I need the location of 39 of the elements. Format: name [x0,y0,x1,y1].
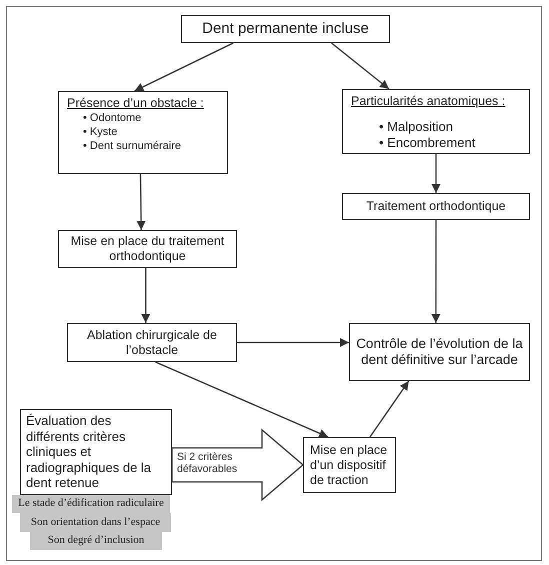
arrow [369,380,410,438]
arrow [134,42,234,92]
arrow [431,220,440,323]
arrow [237,338,349,347]
process-box [303,437,396,493]
box-heading: Présence d’un obstacle : [67,96,204,111]
edge-label: Si 2 critères défavorables [177,451,238,476]
box-text: Dent permanente incluse [202,20,369,38]
process-box [342,89,530,154]
process-box [58,230,237,268]
process-box [342,193,530,220]
box-text: Son orientation dans l’espace [30,516,160,530]
process-box [20,409,172,495]
box-heading: Particularités anatomiques : [351,94,506,109]
list-item: • Odontome [83,112,142,126]
box-text: Traitement orthodontique [366,199,506,214]
process-box [349,323,530,381]
arrow [155,361,328,438]
criterion-bar [30,532,162,550]
list-item: • Encombrement [379,135,476,152]
list-item: • Malposition [379,119,454,136]
process-box [58,91,228,174]
box-text: Évaluation des différents critères cliniques et radiographiques de la dent retenue [26,413,152,491]
arrow [141,268,150,323]
box-text: Mise en place d’un dispositif de traction [310,442,388,488]
arrow [331,42,390,90]
criterion-bar [12,495,170,513]
list-item: • Kyste [83,126,118,140]
block-arrow [171,428,304,502]
box-text: Son degré d’inclusion [48,534,144,548]
box-text: Contrôle de l’évolution de la dent définitive sur l’arcade [356,336,523,368]
box-text: Le stade d’édification radiculaire [18,497,164,511]
box-text: Mise en place du traitement orthodontique [70,234,226,264]
arrow [432,154,440,193]
process-box [67,323,237,362]
arrow [136,174,146,230]
process-box [181,15,390,43]
box-text: Ablation chirurgicale de l’obstacle [86,328,218,358]
list-item: • Dent surnuméraire [83,140,182,154]
